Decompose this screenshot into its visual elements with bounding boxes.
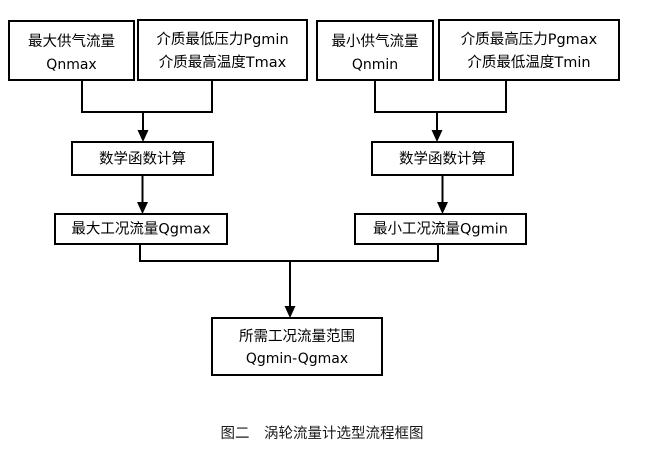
node-min-supply-flow-line1: 最小供气流量 bbox=[332, 33, 419, 50]
node-math-calc-left: 数学函数计算 bbox=[71, 141, 214, 176]
node-min-working-flow-box bbox=[354, 213, 527, 245]
node-required-range-line1: 所需工况流量范围 bbox=[239, 328, 355, 345]
arrow-head-bottom-merge bbox=[284, 306, 296, 318]
node-required-range: 所需工况流量范围 Qgmin-Qgmax bbox=[211, 317, 383, 376]
node-math-calc-right-box bbox=[371, 141, 514, 176]
node-min-supply-flow-box bbox=[316, 20, 434, 81]
arrow-head-right-math bbox=[437, 202, 448, 214]
arrow-head-left-math bbox=[137, 202, 148, 214]
connector-right-math-to-flow bbox=[437, 175, 448, 214]
node-medium-min-pressure-line2: 介质最高温度Tmax bbox=[159, 54, 287, 71]
node-min-working-flow-label: 最小工况流量Qgmin bbox=[373, 221, 508, 238]
node-math-calc-right: 数学函数计算 bbox=[371, 141, 514, 176]
node-max-supply-flow-line2: Qnmax bbox=[46, 57, 96, 73]
arrow-head-left-merge bbox=[137, 130, 149, 142]
node-required-range-box bbox=[211, 317, 383, 376]
node-math-calc-left-label: 数学函数计算 bbox=[99, 151, 186, 168]
node-medium-min-pressure-box bbox=[137, 19, 308, 81]
connector-left-math-to-flow bbox=[137, 175, 148, 214]
node-medium-max-pressure-line1: 介质最高压力Pgmax bbox=[461, 31, 598, 48]
node-min-working-flow: 最小工况流量Qgmin bbox=[354, 213, 527, 245]
connector-bottom-merge bbox=[139, 244, 439, 318]
node-max-working-flow-label: 最大工况流量Qgmax bbox=[71, 221, 211, 238]
node-required-range-line2: Qgmin-Qgmax bbox=[246, 351, 348, 367]
connector-right-merge bbox=[374, 80, 507, 142]
node-max-working-flow: 最大工况流量Qgmax bbox=[54, 213, 228, 245]
node-min-supply-flow-line2: Qnmin bbox=[352, 57, 398, 73]
connector-left-merge bbox=[81, 80, 213, 142]
node-max-supply-flow-line1: 最大供气流量 bbox=[28, 33, 115, 50]
node-medium-max-pressure: 介质最高压力Pgmax 介质最低温度Tmin bbox=[438, 19, 620, 81]
node-medium-max-pressure-line2: 介质最低温度Tmin bbox=[467, 54, 590, 71]
node-medium-min-pressure: 介质最低压力Pgmin 介质最高温度Tmax bbox=[137, 19, 308, 81]
node-medium-max-pressure-box bbox=[438, 19, 620, 81]
node-math-calc-right-label: 数学函数计算 bbox=[399, 151, 486, 168]
node-max-supply-flow: 最大供气流量 Qnmax bbox=[8, 20, 135, 81]
node-max-supply-flow-box bbox=[8, 20, 135, 81]
figure-caption: 图二 涡轮流量计选型流程框图 bbox=[221, 425, 424, 442]
node-medium-min-pressure-line1: 介质最低压力Pgmin bbox=[156, 31, 288, 48]
arrow-head-right-merge bbox=[431, 130, 443, 142]
node-min-supply-flow: 最小供气流量 Qnmin bbox=[316, 20, 434, 81]
